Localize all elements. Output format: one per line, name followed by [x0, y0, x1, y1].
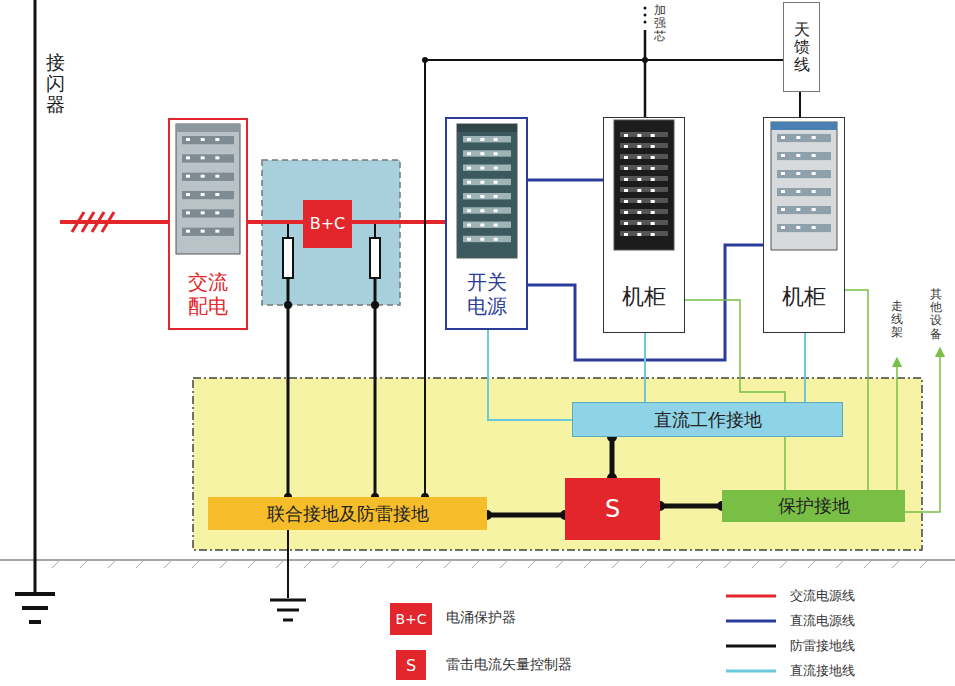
bonding-lead	[896, 362, 898, 490]
ground-bar: 直流工作接地	[572, 402, 843, 437]
legend-text: 雷击电流矢量控制器	[446, 656, 572, 674]
connector	[610, 437, 615, 478]
legend-swatch: B+C	[390, 603, 432, 635]
node-label: S	[605, 495, 620, 524]
target-label: 其他设备	[930, 288, 942, 341]
legend-line-sample	[726, 620, 776, 623]
equipment-box: 机柜	[763, 117, 845, 333]
swatch-label: B+C	[395, 611, 426, 627]
bonding-lead	[905, 352, 940, 512]
node-label: 开关电源	[466, 270, 508, 318]
legend-swatch: S	[396, 650, 426, 680]
strength-member-line	[644, 30, 647, 117]
node-label: 机柜	[622, 284, 666, 310]
continuation-dots	[644, 7, 647, 24]
junction-dots	[284, 57, 727, 520]
node-label: 交流配电	[187, 270, 229, 318]
grounding-region	[193, 378, 922, 550]
legend-text: 防雷接地线	[790, 637, 855, 655]
legend-text: 直流接地线	[790, 662, 855, 680]
ground-bar: 保护接地	[722, 490, 905, 522]
air-terminal-line	[34, 0, 37, 592]
legend-text: 电涌保护器	[446, 609, 516, 627]
legend-text: 直流电源线	[790, 612, 855, 630]
legend-line-sample	[726, 645, 776, 648]
connector	[528, 179, 603, 182]
protection-enclosure	[262, 160, 400, 305]
equipment-box: 交流配电	[168, 118, 248, 330]
node-label: 直流工作接地	[654, 409, 762, 431]
node-label: 联合接地及防雷接地	[267, 503, 429, 525]
node-label: B+C	[310, 214, 346, 233]
three-phase-mark	[72, 212, 114, 232]
feeder-line	[799, 92, 801, 117]
protector-box: B+C	[303, 200, 352, 248]
connector	[248, 220, 303, 224]
component-label: 接闪器	[46, 52, 65, 115]
connector	[660, 504, 722, 509]
node-label: 天馈线	[794, 21, 810, 74]
node-label: 保护接地	[778, 495, 850, 517]
connector	[845, 290, 868, 490]
legend-samples	[726, 596, 776, 671]
node-label: 机柜	[782, 284, 826, 310]
controller-box: S	[565, 478, 660, 540]
connector	[352, 220, 445, 224]
equipment-box: 天馈线	[783, 2, 820, 92]
ground-bar: 联合接地及防雷接地	[208, 497, 487, 530]
arrester-ground-lead	[288, 278, 375, 497]
equipment-box: 机柜	[603, 117, 685, 333]
cable-label: 加强芯	[654, 4, 666, 44]
equipment-box: 开关电源	[445, 117, 528, 330]
connector	[804, 333, 806, 402]
legend-text: 交流电源线	[790, 587, 855, 605]
ground-symbol	[15, 594, 55, 622]
target-label: 走线架	[891, 300, 903, 340]
connector	[487, 513, 565, 518]
connector	[488, 330, 572, 420]
swatch-label: S	[406, 656, 416, 675]
cabinet-pictures	[176, 120, 837, 258]
ground-symbol	[270, 600, 306, 620]
earth-hatching	[52, 560, 928, 568]
connector	[644, 333, 646, 402]
legend-line-sample	[726, 595, 776, 598]
ground-lead	[287, 530, 289, 598]
connector	[685, 300, 785, 490]
legend-line-sample	[726, 670, 776, 673]
